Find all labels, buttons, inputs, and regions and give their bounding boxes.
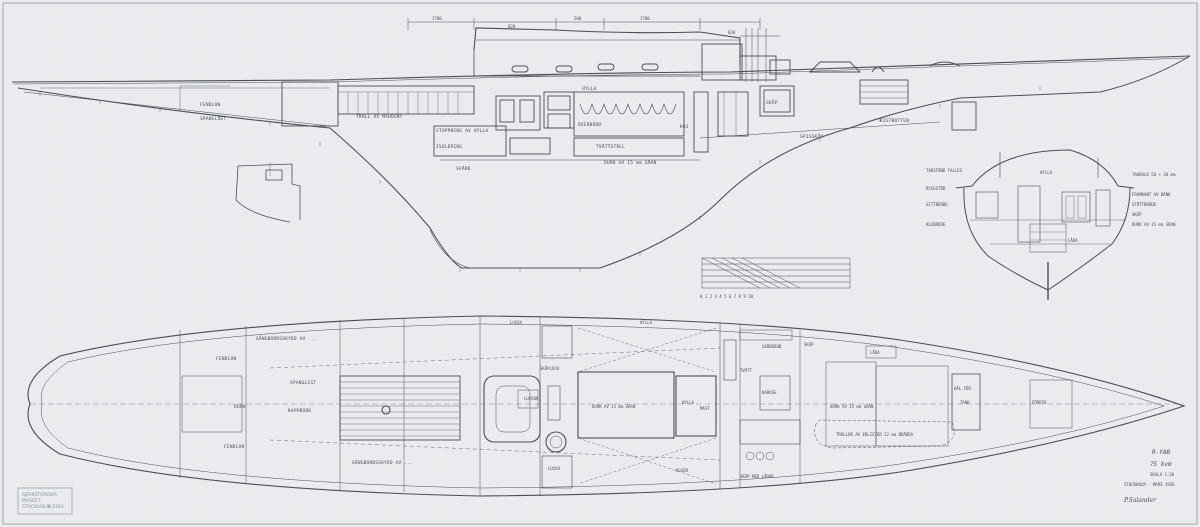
profile-label: ISOLERING [436, 144, 462, 150]
archive-stamp: SJÖHISTORISKA MUSEET STOCKHOLM S 6183 [17, 487, 73, 515]
plan-label: TRÄLLOR AV EKLISTER 12 mm BRÄDDA [836, 432, 914, 437]
plan-label: HYLLA [640, 320, 653, 325]
dim-label: 1700 [640, 16, 650, 21]
plan-label: DURK AV 15 mm GRAN [592, 404, 636, 409]
plan-label: KOJER [676, 468, 689, 473]
section-label: DURK AV 15 mm GRAN [1132, 222, 1176, 227]
section-label: STÖTTBRÄDE [1132, 202, 1157, 207]
scale-bar-label: 0 1 2 3 4 5 6 7 8 9 10 [700, 294, 754, 299]
dim-label: 1700 [432, 16, 442, 21]
dim-label: 830 [728, 30, 736, 35]
plan-label: KAPPBORD [288, 408, 311, 414]
title-place-date: STOCKHOLM - MARS 1936 [1124, 482, 1175, 487]
plan-label: GARDEROB [762, 344, 782, 349]
profile-label: TVÄTTSTÄLL [596, 143, 625, 150]
stamp-line: STOCKHOLM [22, 504, 51, 510]
plan-label: FÖRPIK [1032, 400, 1047, 405]
profile-label: KOJ [680, 124, 689, 130]
profile-label: TRALL AV MAHOGNY [356, 114, 403, 120]
dim-label: 820 [508, 24, 516, 29]
plan-label: SKÅP MED LÅDOR [740, 474, 774, 479]
profile-label: DURK AV 15 mm GRAN [604, 160, 656, 166]
plan-label: FENDLON [224, 444, 244, 450]
title-name: R-YAB [1152, 449, 1170, 456]
plan-label: TVÄTT [740, 368, 753, 373]
midship-section [955, 149, 1135, 300]
plan-label: HYLLA [682, 400, 695, 405]
plan-label: SPANGLIST [290, 380, 316, 386]
plan-label: LUCKA [510, 320, 523, 325]
plan-label: TANK [960, 400, 970, 405]
dim-label: 500 [574, 16, 582, 21]
scale-bar [701, 257, 851, 289]
section-label: RYGGSTÖD [926, 186, 946, 191]
stamp-line: MUSEET [22, 498, 41, 504]
profile-label: SKÅP [766, 99, 778, 106]
plan-label: KAROSS [762, 390, 777, 395]
section-label: KOJBRÄDE [926, 222, 946, 227]
profile-text: 1700 820 500 1700 830 FENDLON SPANGLIST … [200, 16, 909, 172]
stamp-line: SJÖHISTORISKA [22, 491, 58, 498]
plan-text: FENDLON FENDLON SPANGLIST DURK KAPPBORD … [216, 320, 1047, 479]
section-label: TAKSTÄND FALLES [926, 168, 963, 173]
profile-label: HYLLA [582, 86, 597, 92]
profile-label: STOPPNING AV HYLLA [436, 128, 488, 134]
plan-label: GÅNGBORDSSKYDD AV ... [352, 459, 413, 466]
profile-view [11, 18, 1191, 272]
plan-label: LUCKA [548, 466, 561, 471]
plan-label: HÅL FÖR [954, 386, 971, 391]
plan-label: SKÅPLOCK [540, 366, 560, 371]
section-label: LÅDA [1068, 238, 1078, 243]
profile-label: FENDLON [200, 102, 220, 108]
plan-label: FENDLON [216, 356, 236, 362]
title-scale: SKALA 1:20 [1150, 472, 1175, 477]
plan-label: GÅNGBORDSSKYDD AV ... [256, 335, 317, 342]
profile-label: ÖVERBÄDD [578, 121, 601, 128]
profile-label: SVÄRD [456, 165, 471, 172]
section-text: TAKSTÄND FALLES RYGGSTÖD SITTBRÄDE KOJBR… [926, 168, 1176, 243]
profile-label: SPANGLIST [200, 116, 226, 122]
profile-label: SPISSKÅP [800, 133, 823, 140]
plan-label: DURK [234, 404, 246, 410]
plan-label: DURK AV 15 mm GRAN [830, 404, 874, 409]
plan-label: LÅDA [870, 350, 880, 355]
plan-label: MAST [700, 406, 710, 411]
plan-label: SKÅP [804, 342, 814, 347]
plan-view [27, 315, 1186, 497]
stamp-number: S 6183 [48, 504, 64, 510]
detail-inset [235, 162, 301, 223]
section-label: SKÅP [1132, 212, 1142, 217]
section-label: HYLLA [1040, 170, 1053, 175]
title-class: 75 kvm [1150, 461, 1172, 468]
profile-label: KISTBOTTEN [880, 118, 909, 124]
section-label: SITTBRÄDE [926, 202, 948, 207]
plan-label: LUCKOR [524, 396, 539, 401]
section-label: TAKBALK 50 × 30 mm [1132, 172, 1176, 177]
title-signature: P.Salander [1123, 497, 1157, 504]
section-label: FRAMKANT AV BÄNK [1132, 192, 1171, 197]
title-block: R-YAB 75 kvm SKALA 1:20 STOCKHOLM - MARS… [1123, 449, 1175, 504]
